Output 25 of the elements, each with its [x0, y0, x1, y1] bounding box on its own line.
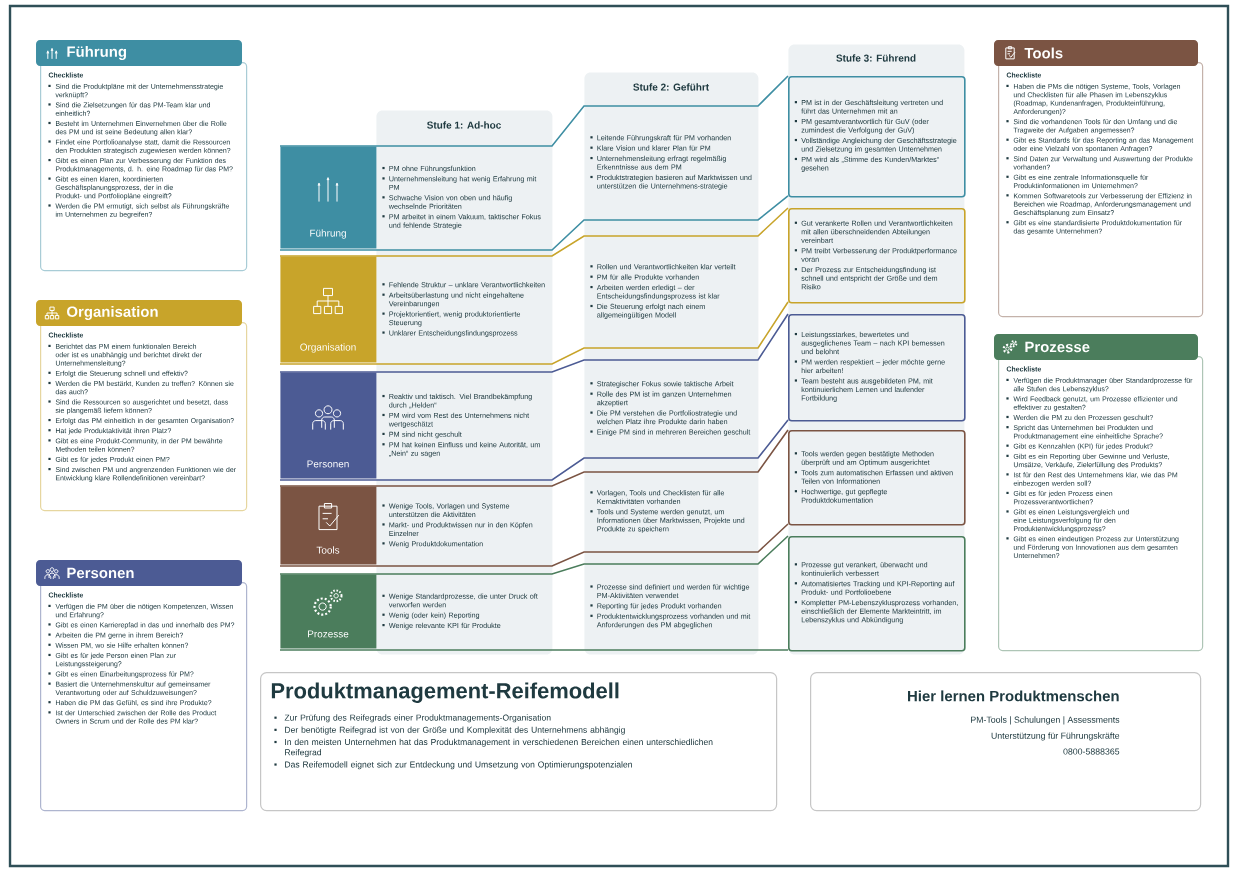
bullet-list	[382, 393, 540, 458]
title: Produktmanagement-Reifemodell	[271, 682, 619, 703]
stage-cell	[788, 208, 966, 304]
checklist-card	[994, 40, 1204, 318]
bullet-list	[590, 584, 751, 629]
bullet-list	[590, 135, 752, 190]
checklist-card	[36, 560, 248, 812]
stage-cell	[788, 536, 966, 652]
bullet-list	[590, 381, 751, 436]
info-box	[260, 672, 778, 812]
bullet-list	[590, 490, 745, 533]
stage-column	[584, 72, 759, 655]
stage-column	[376, 110, 553, 655]
bullet-list	[382, 503, 533, 548]
bullet-list	[382, 165, 541, 230]
stage-cell	[788, 314, 966, 422]
stage-cell	[788, 76, 966, 198]
bullet-list	[382, 593, 538, 630]
checklist-card	[36, 300, 248, 512]
checklist-card	[994, 334, 1204, 652]
contact-box	[810, 672, 1202, 812]
bullet-list	[382, 282, 545, 337]
bullet-list	[590, 264, 736, 319]
stage-cell	[788, 429, 966, 526]
checklist-card	[36, 40, 248, 272]
